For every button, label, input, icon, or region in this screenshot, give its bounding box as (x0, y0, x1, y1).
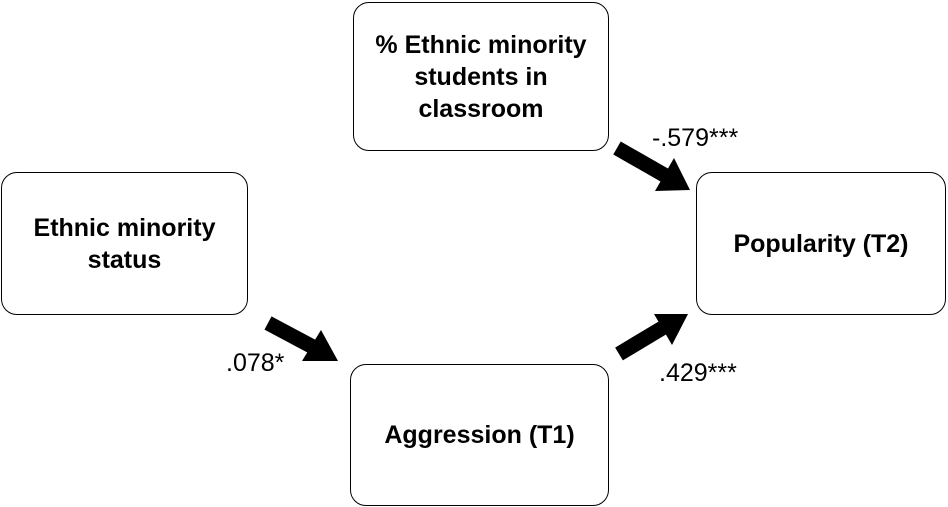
node-minority-pct: % Ethnic minority students in classroom (353, 2, 609, 151)
node-popularity-label: Popularity (T2) (733, 229, 909, 258)
arrow-ethnic-status-to-aggression (264, 316, 338, 361)
node-aggression: Aggression (T1) (350, 364, 609, 506)
arrow-minority-pct-to-popularity (613, 141, 690, 191)
arrow-aggression-to-popularity (615, 314, 688, 361)
node-minority-pct-label: % Ethnic minority students in classroom (375, 30, 587, 123)
coefficient-aggression-popularity: .429*** (659, 359, 737, 387)
node-popularity: Popularity (T2) (696, 172, 946, 315)
node-ethnic-minority-status-label: Ethnic minority status (33, 213, 216, 274)
node-aggression-label: Aggression (T1) (384, 421, 575, 449)
coefficient-minority-pct-popularity: -.579*** (652, 124, 739, 152)
coefficient-ethnic-status-aggression: .078* (226, 349, 285, 377)
node-ethnic-minority-status: Ethnic minority status (1, 172, 248, 315)
